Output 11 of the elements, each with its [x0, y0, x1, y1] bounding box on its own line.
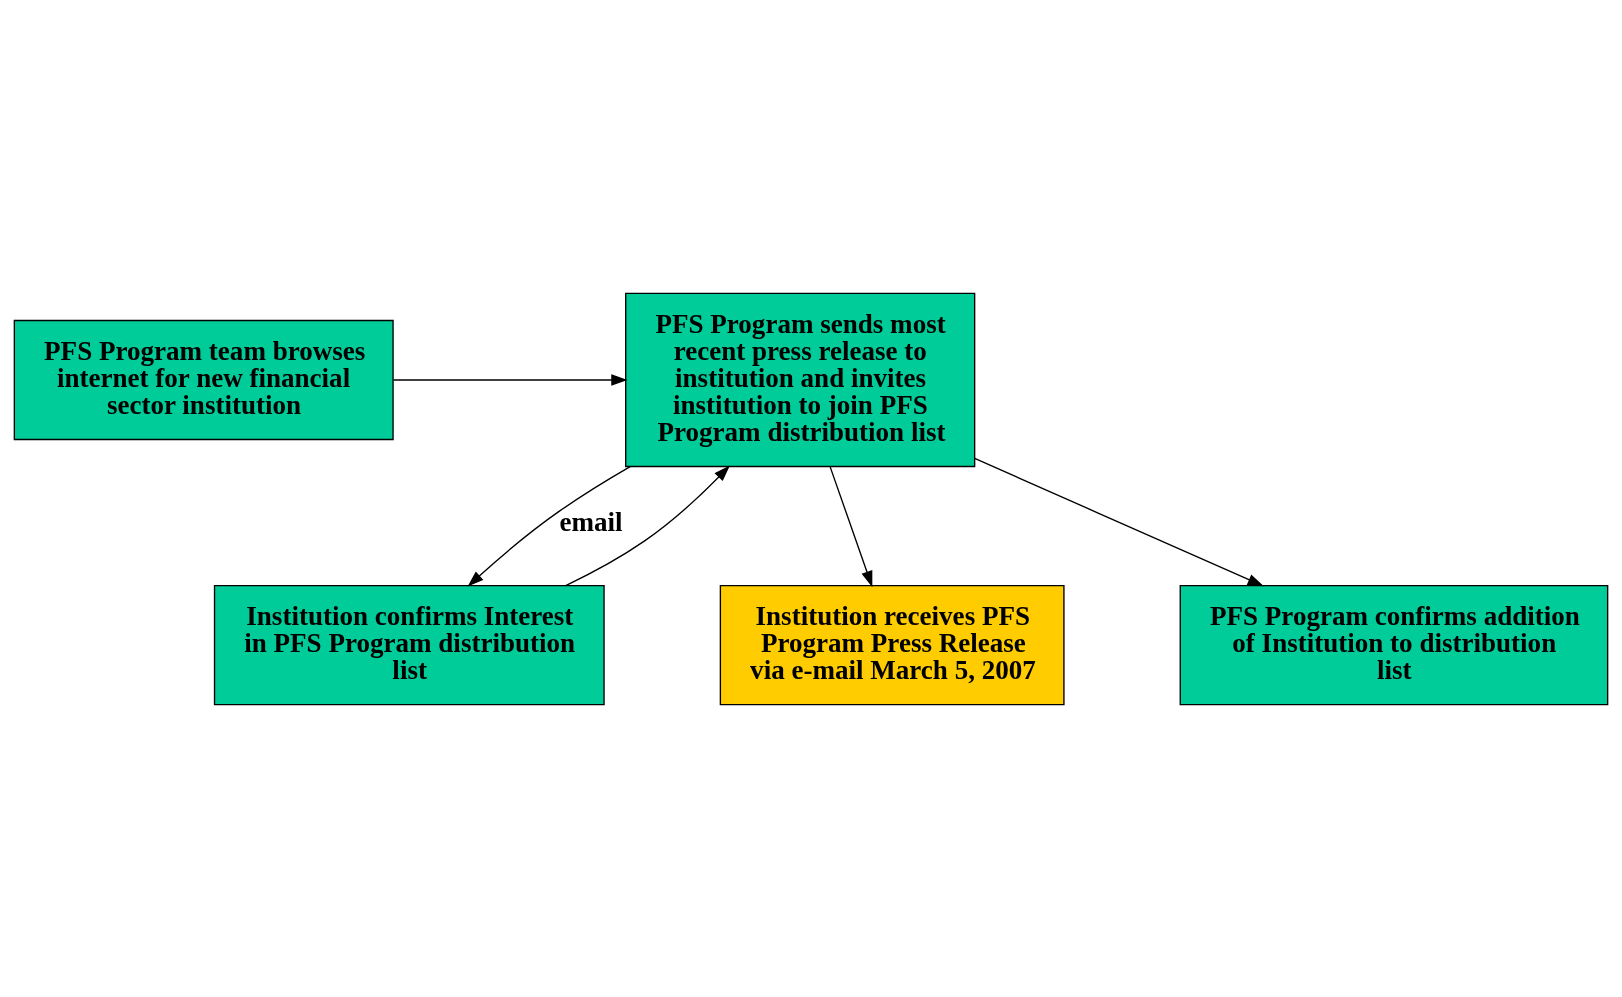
arrow — [392, 373, 628, 386]
arrow — [565, 464, 730, 586]
node-box: Institution receives PFS Program Press Release via e-mail March 5, 2007 — [719, 584, 1065, 705]
arrow — [829, 465, 873, 587]
node-box: PFS Program team browses internet for new financial sector institution — [13, 319, 394, 440]
node-box: Institution confirms Interest in PFS Program distribution list — [213, 584, 605, 705]
node-box: PFS Program sends most recent press release to institution and invites institution to join PFS Program distribution list — [625, 292, 976, 467]
arrow — [467, 465, 631, 587]
node-box: PFS Program confirms addition of Institution to distribution list — [1179, 584, 1609, 705]
edge-label: email — [559, 506, 623, 537]
arrow — [974, 457, 1264, 586]
